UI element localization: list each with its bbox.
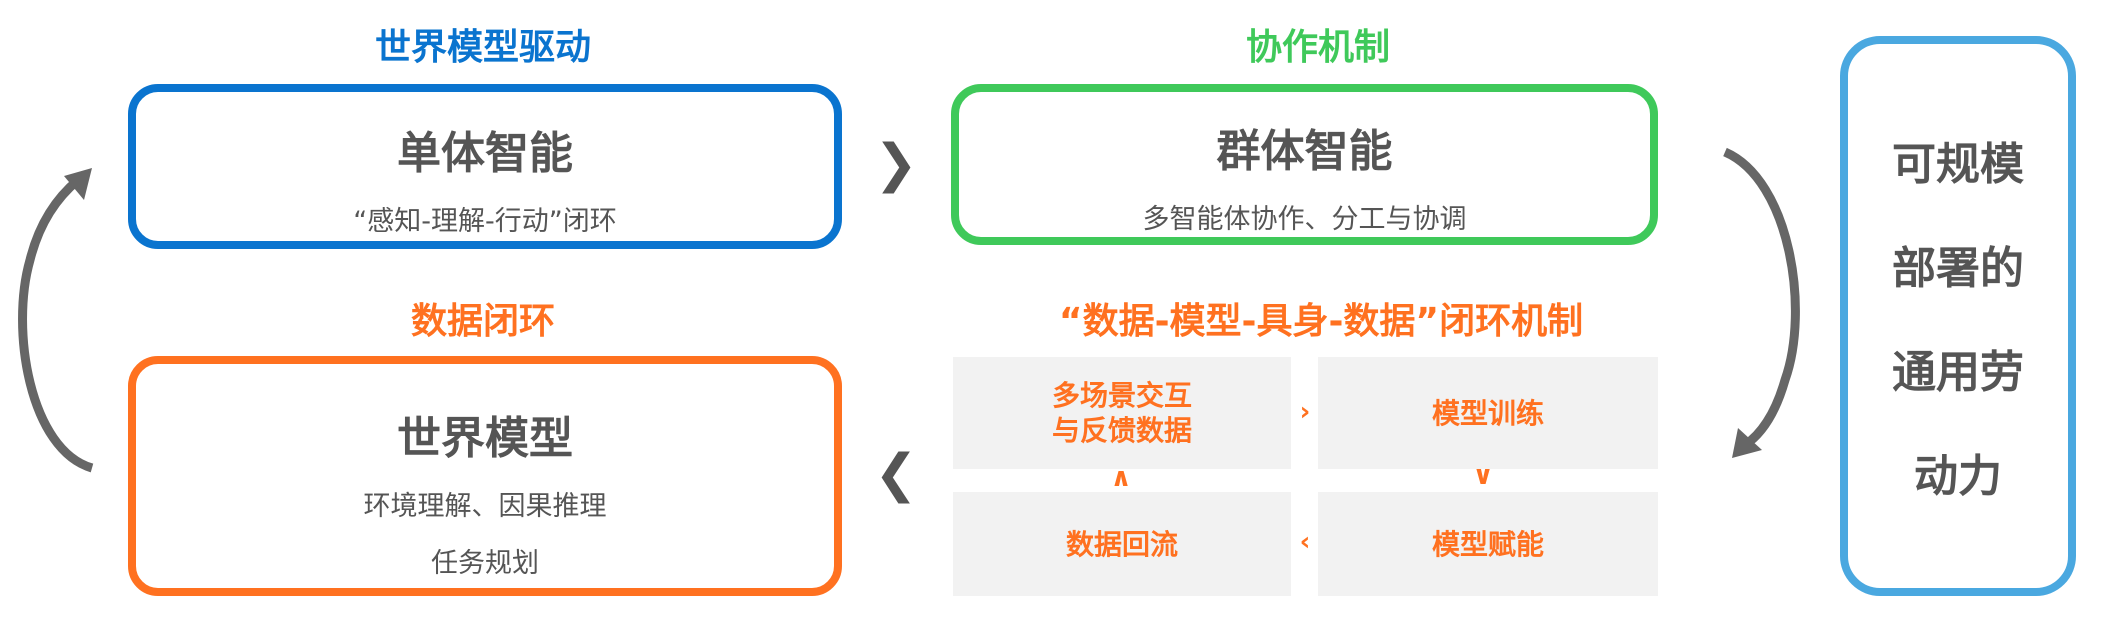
- closed-loop-mechanism-label: “数据-模型-具身-数据”闭环机制: [1058, 301, 1584, 342]
- world-model-title: 世界模型: [397, 413, 573, 464]
- single-intelligence-title: 单体智能: [397, 128, 573, 179]
- chevron-right-icon: ›: [1299, 397, 1311, 427]
- group-intelligence-subtitle: 多智能体协作、分工与协调: [1142, 204, 1467, 235]
- result-line: 通用劳: [1892, 347, 2024, 398]
- single-intelligence-box: 单体智能 “感知-理解-行动”闭环: [128, 84, 842, 249]
- world-model-line1: 环境理解、因果推理: [363, 491, 607, 522]
- loop-step1-line2: 与反馈数据: [1051, 414, 1192, 447]
- single-intelligence-subtitle: “感知-理解-行动”闭环: [353, 206, 617, 237]
- chevron-down-icon: ∨: [1472, 461, 1494, 491]
- result-line: 部署的: [1892, 243, 2024, 294]
- result-line: 动力: [1914, 451, 2002, 502]
- world-model-box: 世界模型 环境理解、因果推理 任务规划: [128, 356, 842, 596]
- chevron-left-icon: ‹: [1299, 527, 1311, 557]
- world-model-driven-label: 世界模型驱动: [374, 27, 592, 68]
- chevron-up-icon: ∧: [1110, 463, 1132, 493]
- loop-step1-line1: 多场景交互: [1051, 379, 1192, 412]
- world-model-line2: 任务规划: [431, 548, 539, 579]
- result-line: 可规模: [1892, 139, 2024, 190]
- loop-step-multi-scene-data: 多场景交互 与反馈数据: [953, 357, 1291, 469]
- collaboration-label: 协作机制: [1245, 27, 1391, 68]
- scalable-general-labor-box: 可规模 部署的 通用劳 动力: [1840, 36, 2076, 596]
- loop-step-model-empowerment: 模型赋能: [1318, 492, 1658, 596]
- group-intelligence-title: 群体智能: [1216, 126, 1393, 177]
- right-curved-arrow-icon: [1723, 147, 1800, 458]
- chevron-left-icon: ❮: [874, 444, 918, 504]
- left-curved-arrow-icon: [18, 168, 94, 473]
- loop-step-model-training: 模型训练: [1318, 357, 1658, 469]
- chevron-right-icon: ❯: [874, 134, 918, 194]
- loop-step-data-backflow: 数据回流: [953, 492, 1291, 596]
- data-loop-label: 数据闭环: [410, 301, 556, 342]
- group-intelligence-box: 群体智能 多智能体协作、分工与协调: [951, 84, 1658, 245]
